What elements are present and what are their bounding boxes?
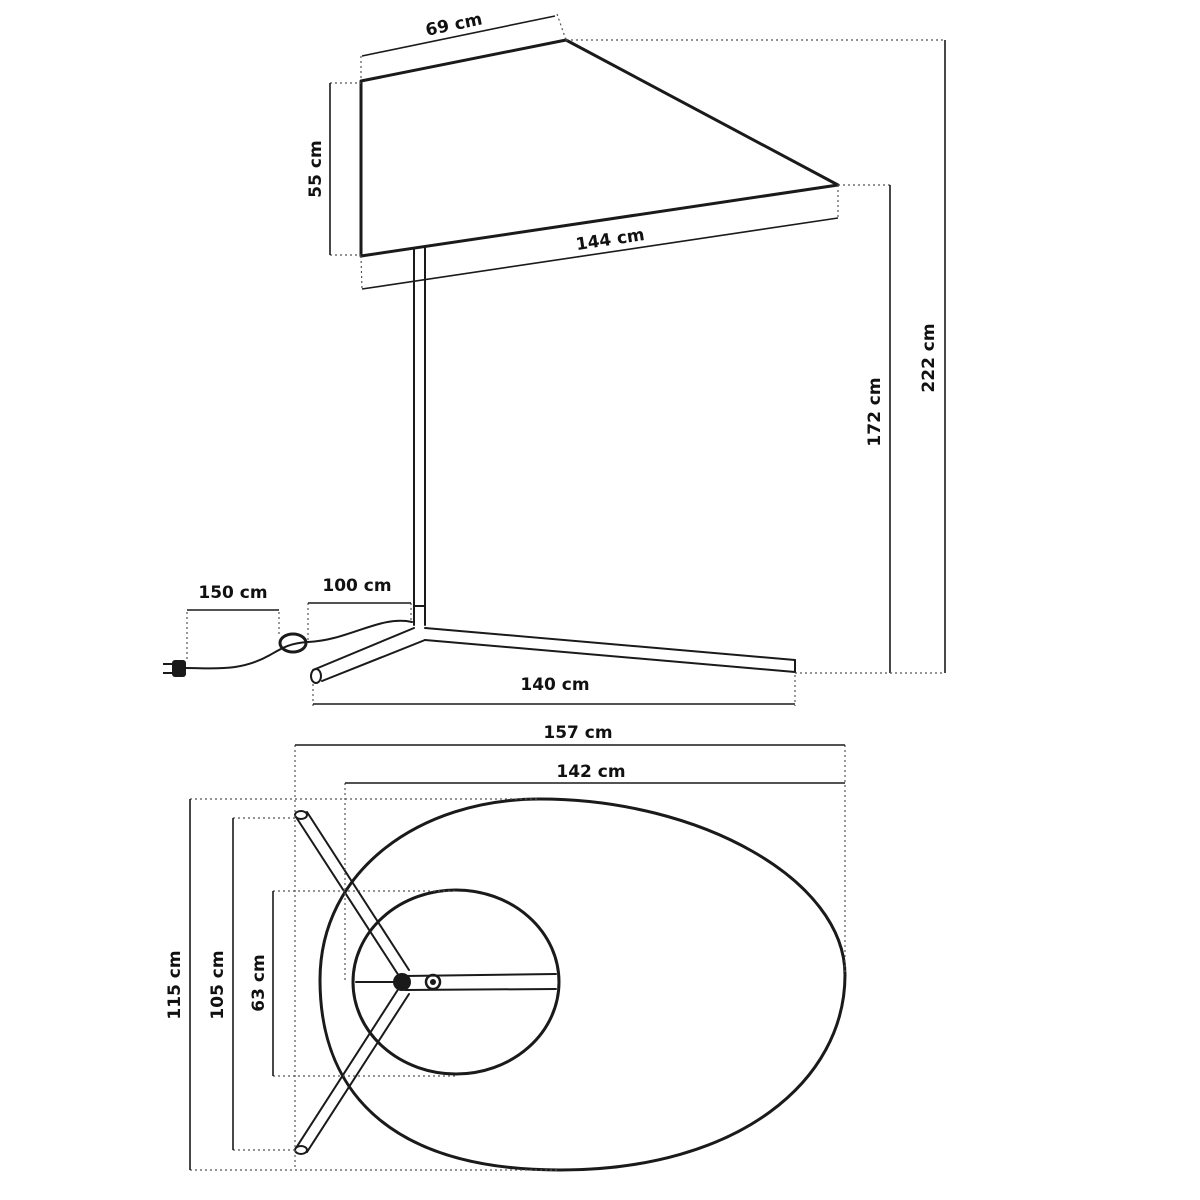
label-shade-bottom-height: 172 cm [865,377,885,446]
label-base-width: 140 cm [520,675,589,695]
inline-switch [278,632,308,654]
label-plan-total-depth: 115 cm [165,950,185,1019]
label-plan-top-opening: 63 cm [249,954,269,1011]
dim-line-shade-top [361,15,556,57]
lamp-shade-outline [359,38,840,258]
base-leg-front [424,627,796,673]
power-cable [184,619,413,670]
stem-marker-center [430,979,436,985]
label-switch-distance: 100 cm [322,576,391,596]
label-shade-top-depth: 69 cm [424,9,484,40]
shade-plan-outline [318,797,847,1172]
label-cable-length: 150 cm [198,583,267,603]
dim-line-shade-width [361,217,839,290]
label-shade-height: 55 cm [306,140,326,197]
base-leg-back [312,627,426,682]
lamp-stem [413,246,426,626]
label-plan-base-depth: 105 cm [208,950,228,1019]
plan-leg-lower-end [294,1145,308,1155]
label-total-height: 222 cm [919,323,939,392]
stem-marker [424,973,442,991]
plug-icon [163,660,186,677]
stem-joint-marker [393,973,411,991]
plan-leg-upper-end [294,810,308,820]
top-plan-view: 157 cm 142 cm 115 cm 105 cm 63 cm [165,723,847,1172]
label-plan-total-width: 157 cm [543,723,612,743]
side-elevation-view: 69 cm 55 cm 144 cm 150 cm 100 cm 140 cm … [163,9,946,706]
label-shade-width: 144 cm [575,225,646,255]
label-plan-shade-width: 142 cm [556,762,625,782]
plan-leg-upper [295,811,410,977]
plan-leg-lower [295,987,410,1153]
base-leg-back-end [310,668,322,684]
shade-top-opening [351,888,561,1076]
